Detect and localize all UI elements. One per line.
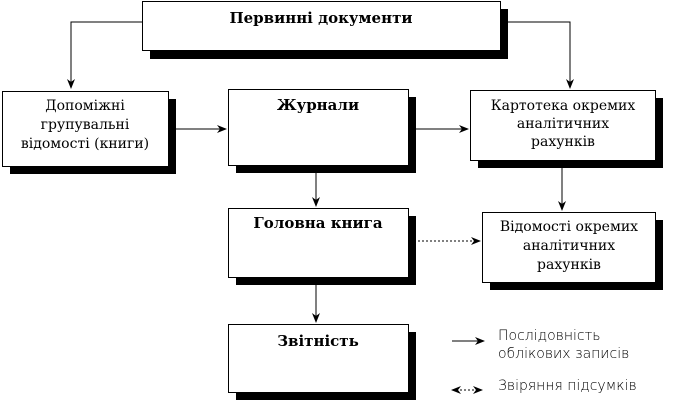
- label-general-ledger: Головна книга: [253, 214, 382, 232]
- arrow-primary-to-card-file: [500, 21, 574, 89]
- box-reporting: [228, 324, 409, 393]
- arrow-primary-to-auxiliary: [67, 21, 142, 89]
- label-card-file-3: рахунків: [531, 134, 595, 150]
- box-auxiliary-statements: [2, 91, 169, 167]
- label-statements-3: рахунків: [537, 257, 601, 273]
- legend-sequence-2: облікових записів: [498, 346, 629, 362]
- label-card-file-2: аналітичних: [517, 116, 609, 132]
- box-analytical-statements: [482, 212, 656, 283]
- legend-sequence-1: Послідовність: [498, 328, 601, 344]
- box-primary-documents: [142, 1, 501, 51]
- label-statements-2: аналітичних: [523, 238, 615, 254]
- box-journals: [228, 89, 409, 166]
- label-reporting: Звітність: [277, 332, 359, 350]
- label-auxiliary-1: Допоміжні: [45, 98, 125, 114]
- legend-reconciliation: Звіряння підсумків: [498, 378, 637, 394]
- box-general-ledger: [228, 208, 409, 278]
- label-card-file-1: Картотека окремих: [491, 98, 636, 114]
- label-auxiliary-3: відомості (книги): [21, 136, 149, 152]
- label-journals: Журнали: [277, 96, 359, 114]
- label-statements-1: Відомості окремих: [500, 219, 638, 235]
- label-auxiliary-2: групувальні: [41, 117, 130, 133]
- label-primary-documents: Первинні документи: [229, 9, 412, 27]
- box-card-file: [470, 90, 656, 161]
